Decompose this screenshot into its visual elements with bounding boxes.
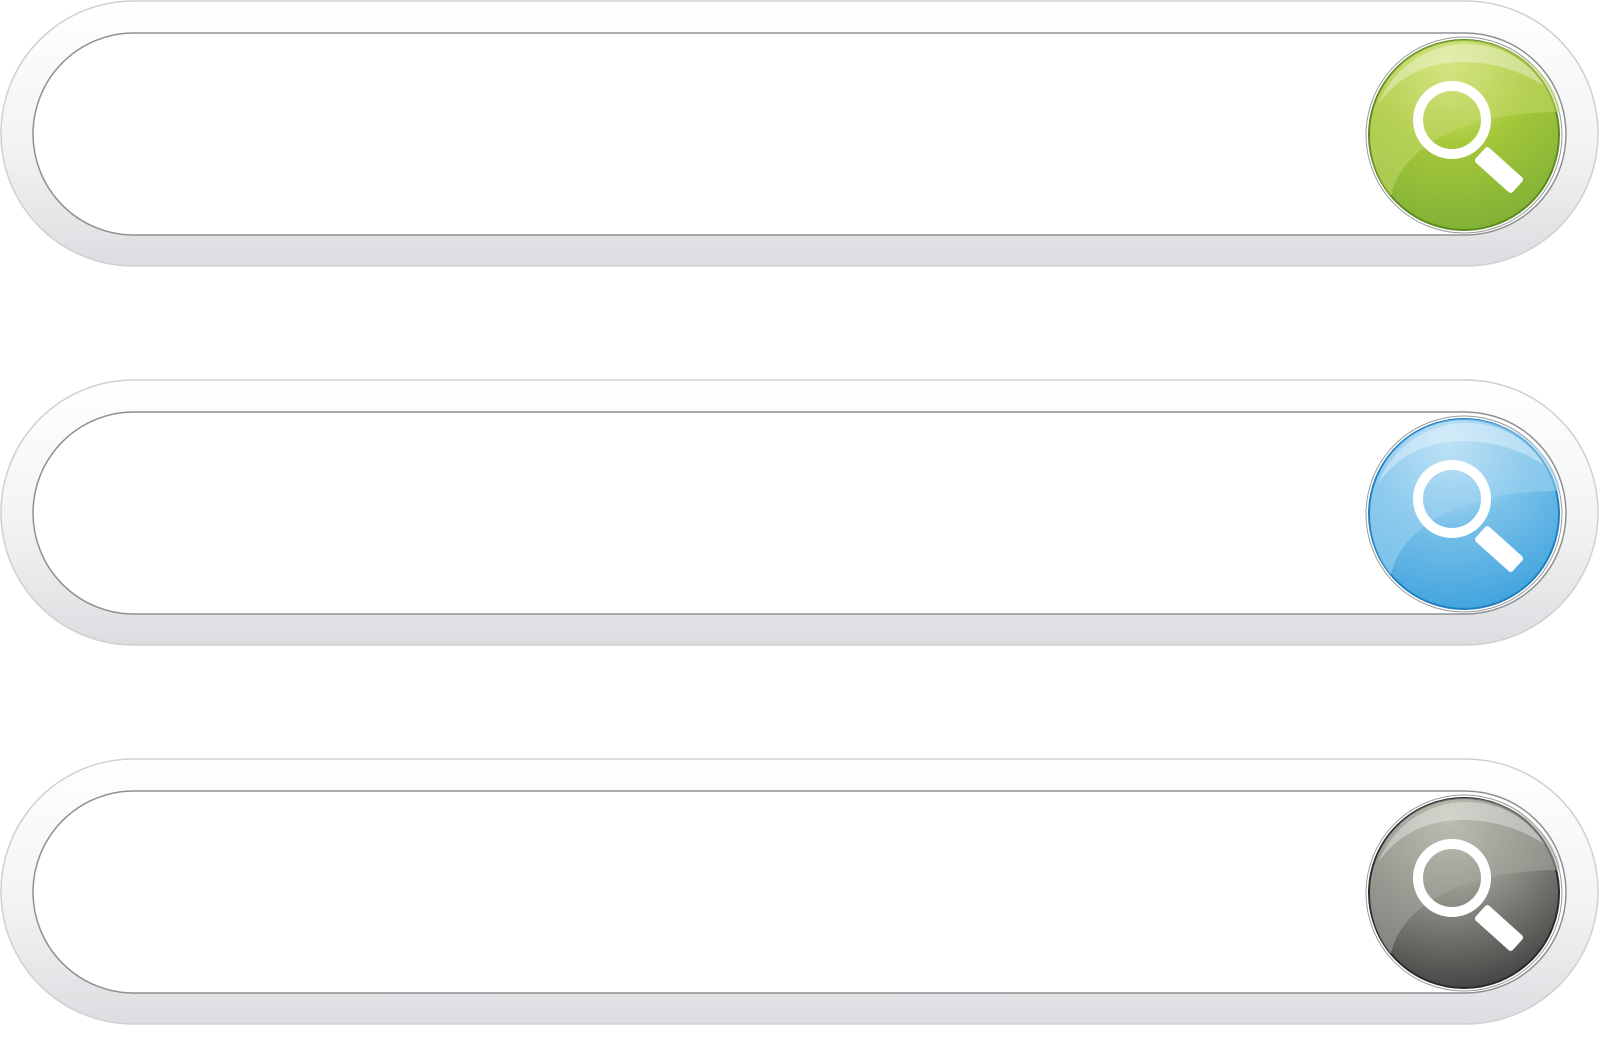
search-button-graphite[interactable] [1364,793,1564,993]
search-input-green[interactable] [70,33,1360,235]
search-button-green[interactable] [1364,35,1564,235]
search-button-blue[interactable] [1364,414,1564,614]
magnifier-icon [1413,81,1524,193]
search-input-blue[interactable] [70,412,1360,614]
magnifier-icon [1413,460,1524,572]
search-input-graphite[interactable] [70,791,1360,993]
magnifier-icon [1413,839,1524,951]
search-bar-graphite [0,758,1600,1026]
search-bar-blue [0,379,1600,647]
search-bar-green [0,0,1600,268]
